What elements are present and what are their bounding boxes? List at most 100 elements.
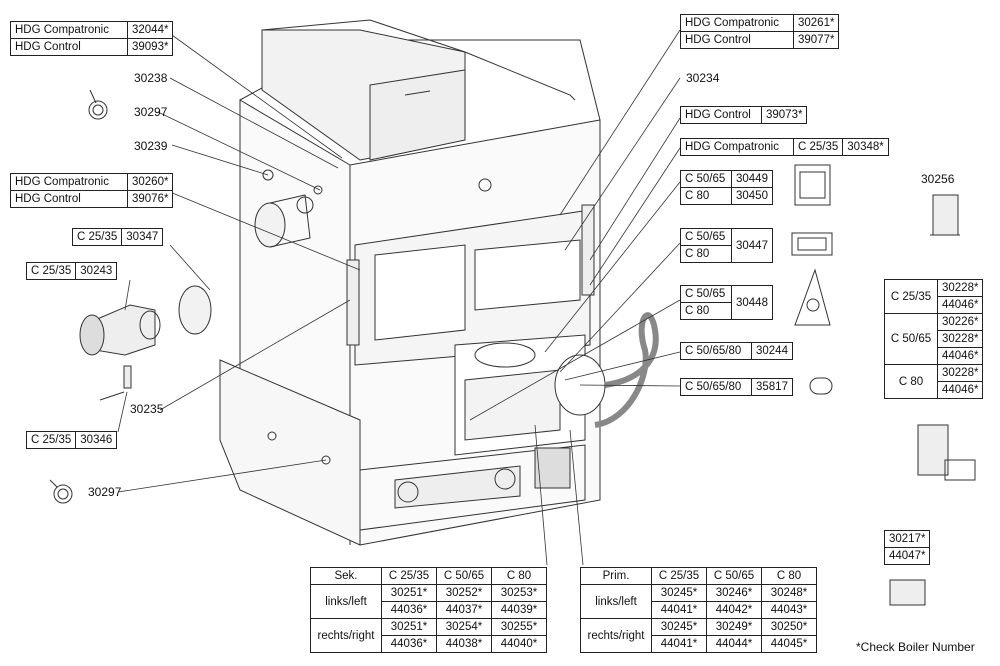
part-number-cell: 44039* [491, 601, 547, 619]
model-cell: C 25/35 [71, 228, 123, 246]
model-cell: HDG Compatronic [10, 21, 128, 39]
part-number-cell: 44041* [651, 635, 707, 653]
part-number-cell: 44037* [436, 601, 492, 619]
part-label-30297: 30297 [134, 105, 168, 119]
part-number-cell: 44042* [706, 601, 762, 619]
part-label-30234: 30234 [686, 71, 720, 85]
part-number-cell: 44036* [381, 601, 437, 619]
part-number-cell: 30254* [436, 618, 492, 636]
part-number-cell: 30346 [75, 431, 118, 449]
part-label-30235: 30235 [130, 402, 164, 416]
part-number-cell: 30450 [731, 187, 773, 205]
part-number-cell: 30243 [75, 262, 118, 280]
model-cell: HDG Compatronic [680, 14, 794, 32]
part-number-cell: 30249* [706, 618, 762, 636]
part-label-30256: 30256 [921, 172, 955, 186]
row-label: rechts/right [310, 618, 382, 653]
part-number-cell: 30250* [761, 618, 817, 636]
leader-lines [117, 29, 681, 566]
part-number-cell: 44044* [706, 635, 762, 653]
part-number-cell: 39076* [126, 190, 174, 208]
part-number-cell: 39093* [126, 38, 174, 56]
part-table-30217: 30217* 44047* [883, 530, 931, 565]
part-number-cell: 30217* [883, 530, 931, 548]
part-number-cell: 30449 [731, 170, 773, 188]
part-number-cell: 44043* [761, 601, 817, 619]
header-cell: C 80 [761, 567, 817, 585]
model-cell: C 80 [680, 302, 732, 320]
part-number-cell: 30252* [436, 584, 492, 602]
part-number-cell: 44040* [491, 635, 547, 653]
part-number-cell: 30226* [936, 313, 984, 331]
part-number-cell: 30251* [381, 618, 437, 636]
part-number-cell: 30251* [381, 584, 437, 602]
part-label-30297b: 30297 [88, 485, 122, 499]
header-cell: C 25/35 [381, 567, 437, 585]
part-number-cell: 30348* [842, 138, 889, 156]
header-cell: C 25/35 [651, 567, 707, 585]
part-number-cell: 44041* [651, 601, 707, 619]
header-cell: Sek. [310, 567, 382, 585]
model-cell: C 50/65 [680, 228, 732, 246]
model-cell: C 50/65 [884, 313, 938, 365]
model-cell: HDG Control [680, 106, 762, 124]
model-cell: C 25/35 [884, 279, 938, 314]
row-label: rechts/right [580, 618, 652, 653]
model-cell: HDG Control [10, 38, 128, 56]
part-number-cell: 44036* [381, 635, 437, 653]
model-cell: C 50/65/80 [680, 342, 752, 360]
part-number-cell: 30248* [761, 584, 817, 602]
model-cell: HDG Control [680, 31, 794, 49]
part-number-cell: 44046* [936, 296, 984, 314]
model-cell: C 25/35 [25, 431, 77, 449]
sek-table: Sek. C 25/35 C 50/65 C 80 links/left 302… [310, 567, 547, 653]
part-number-cell: 30447 [731, 228, 773, 263]
model-cell: C 80 [680, 187, 732, 205]
part-number-cell: 30244 [751, 342, 793, 360]
part-number-cell: 30228* [936, 330, 984, 348]
row-label: links/left [310, 584, 382, 619]
part-label-30238: 30238 [134, 71, 168, 85]
model-cell: C 25/35 [792, 138, 844, 156]
boiler-body [219, 19, 659, 546]
part-number-cell: 32044* [126, 21, 174, 39]
part-number-cell: 44047* [883, 547, 931, 565]
model-cell: HDG Compatronic [680, 138, 794, 156]
model-cell: C 80 [884, 364, 938, 399]
part-number-cell: 39077* [792, 31, 840, 49]
check-boiler-note: *Check Boiler Number [856, 640, 975, 654]
model-cell: C 25/35 [25, 262, 77, 280]
part-number-cell: 30228* [936, 364, 984, 382]
part-number-cell: 30253* [491, 584, 547, 602]
part-number-cell: 30261* [792, 14, 840, 32]
header-cell: C 50/65 [436, 567, 492, 585]
part-number-cell: 30260* [126, 173, 174, 191]
part-number-cell: 44038* [436, 635, 492, 653]
part-number-cell: 30245* [651, 584, 707, 602]
part-number-cell: 30246* [706, 584, 762, 602]
model-cell: C 80 [680, 245, 732, 263]
model-cell: C 50/65 [680, 170, 732, 188]
part-label-30239: 30239 [134, 139, 168, 153]
loose-components [49, 89, 976, 606]
part-number-cell: 44046* [936, 381, 984, 399]
part-number-cell: 35817 [751, 378, 793, 396]
part-number-cell: 44046* [936, 347, 984, 365]
part-number-cell: 30347 [121, 228, 164, 246]
model-cell: HDG Control [10, 190, 128, 208]
part-number-cell: 44045* [761, 635, 817, 653]
